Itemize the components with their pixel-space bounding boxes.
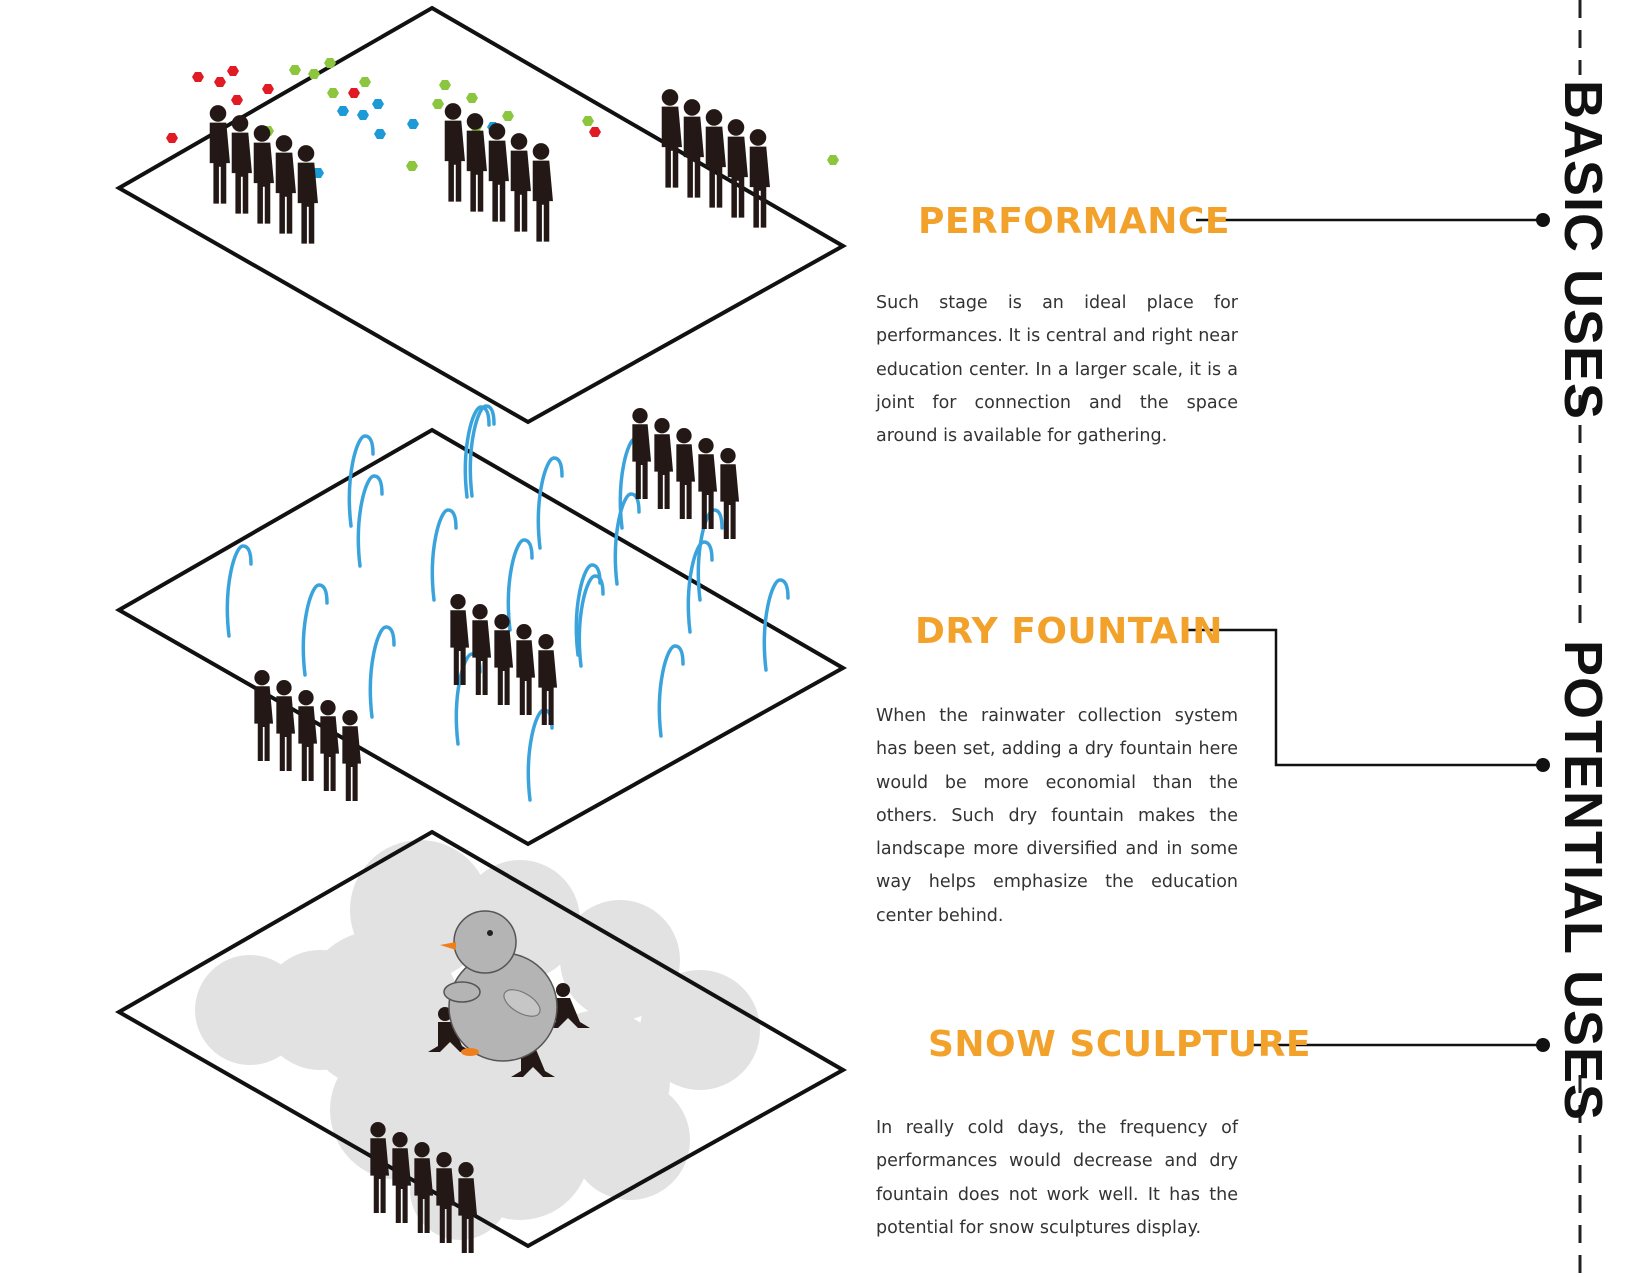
penguin-sculpture-icon xyxy=(440,910,558,1062)
section-title-performance: PERFORMANCE xyxy=(918,201,1230,242)
section-title-dry-fountain: DRY FOUNTAIN xyxy=(915,611,1223,652)
axis-label-potential-uses: POTENTIAL USES xyxy=(1553,640,1613,1122)
stage-plane-snow xyxy=(114,829,848,1249)
snow-cloud-icon xyxy=(195,840,760,1240)
connector-dots xyxy=(1536,213,1550,1052)
connector-lines xyxy=(1184,218,1543,1047)
section-text-dry-fountain: When the rainwater collection system has… xyxy=(876,706,1238,926)
section-title-snow-sculpture: SNOW SCULPTURE xyxy=(928,1024,1311,1065)
section-text-snow-sculpture: In really cold days, the frequency of pe… xyxy=(876,1118,1238,1238)
stage-plane-dry-fountain xyxy=(114,427,848,847)
axis-label-basic-uses: BASIC USES xyxy=(1553,80,1613,421)
section-text-performance: Such stage is an ideal place for perform… xyxy=(876,293,1238,447)
